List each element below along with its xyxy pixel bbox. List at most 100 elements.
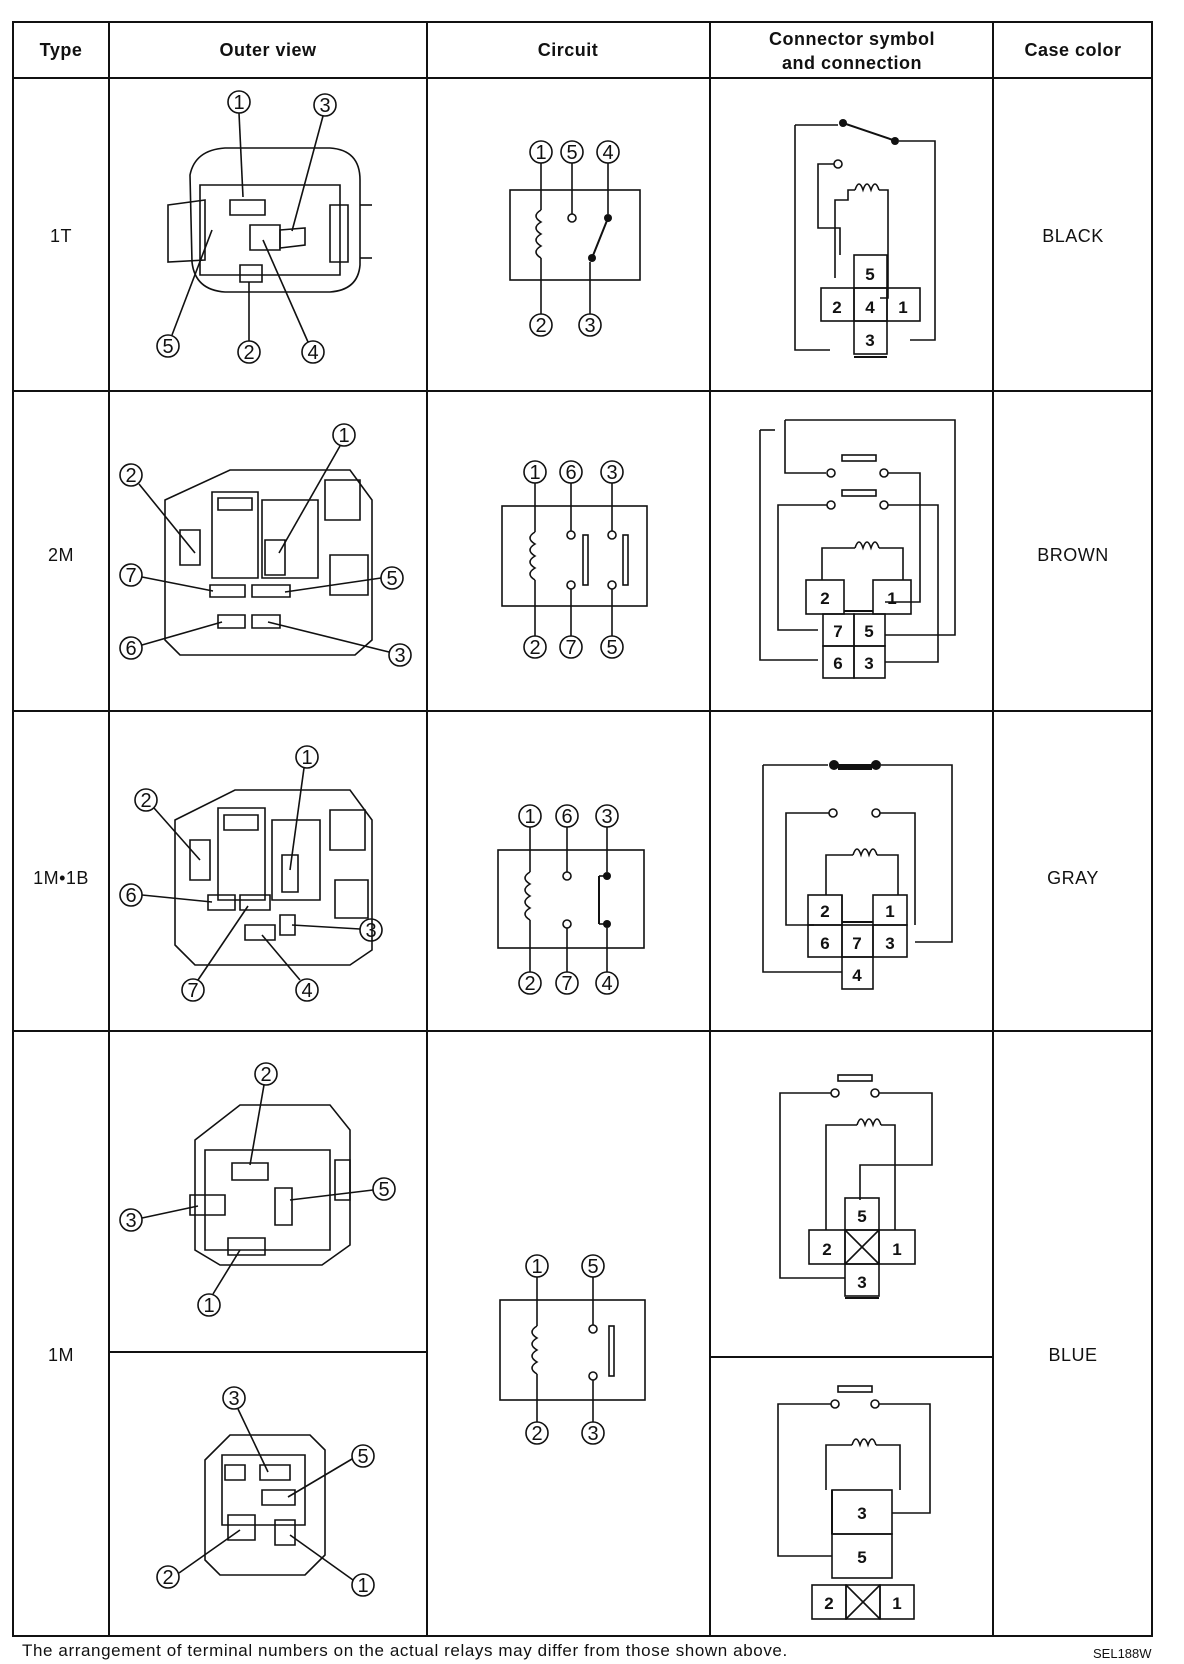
type-cell-1m: 1M xyxy=(48,1345,74,1365)
circuit-1m1b-pin-2: 2 xyxy=(518,971,542,995)
outer-view-2m-callout-1: 1 xyxy=(278,423,356,554)
circuit-1m1b-pin-1: 1 xyxy=(518,804,542,828)
connector-1m-a-cell-1 xyxy=(878,1229,916,1265)
svg-text:3: 3 xyxy=(228,1388,239,1410)
circuit-2m-pin-6: 6 xyxy=(559,460,583,484)
svg-text:1: 1 xyxy=(892,1594,901,1613)
connector-1t-cell-1 xyxy=(886,287,921,322)
svg-text:1: 1 xyxy=(531,1256,542,1278)
svg-text:5: 5 xyxy=(162,336,173,358)
circuit-1t-pin-2: 2 xyxy=(529,313,553,337)
svg-text:3: 3 xyxy=(606,462,617,484)
svg-text:3: 3 xyxy=(584,315,595,337)
table-grid xyxy=(12,21,1153,1637)
outer-view-1t-callout-1: 1 xyxy=(227,90,251,198)
circuit-2m-pin-2: 2 xyxy=(523,635,547,659)
header-circuit: Circuit xyxy=(538,40,599,60)
svg-text:5: 5 xyxy=(357,1446,368,1468)
svg-text:1: 1 xyxy=(529,462,540,484)
svg-text:3: 3 xyxy=(865,331,874,350)
outer-view-2m-callout-6: 6 xyxy=(119,621,223,660)
outer-view-1m1b-callout-4: 4 xyxy=(261,934,319,1002)
svg-text:4: 4 xyxy=(852,966,862,985)
svg-text:4: 4 xyxy=(601,973,612,995)
case-color-cell-1m: BLUE xyxy=(1048,1345,1097,1365)
circuit-1m-pin-3: 3 xyxy=(581,1421,605,1445)
svg-text:2: 2 xyxy=(832,298,841,317)
svg-text:2: 2 xyxy=(531,1423,542,1445)
outer-view-1t-callout-4: 4 xyxy=(262,239,325,364)
svg-text:3: 3 xyxy=(601,806,612,828)
outer-view-2m-callout-7: 7 xyxy=(119,563,214,592)
outer-view-1m1b: 1 2 6 3 7 4 xyxy=(119,745,383,1002)
circuit-1m-pin-2: 2 xyxy=(525,1421,549,1445)
connector-2m-cell-1 xyxy=(872,579,912,615)
outer-view-2m-callout-3: 3 xyxy=(267,621,412,667)
outer-view-2m-callout-5: 5 xyxy=(284,566,404,593)
svg-text:6: 6 xyxy=(833,654,842,673)
svg-text:1: 1 xyxy=(233,92,244,114)
circuit-1t-pin-3: 3 xyxy=(578,313,602,337)
svg-text:6: 6 xyxy=(125,885,136,907)
circuit-1t-pin-5: 5 xyxy=(560,140,584,164)
svg-text:4: 4 xyxy=(602,142,613,164)
outer-view-1m-b-callout-5: 5 xyxy=(287,1444,375,1498)
svg-text:5: 5 xyxy=(587,1256,598,1278)
figure-code: SEL188W xyxy=(1093,1646,1152,1661)
svg-text:5: 5 xyxy=(857,1548,866,1567)
circuit-2m-pin-1: 1 xyxy=(523,460,547,484)
connector-1m-b: 3 5 2 1 xyxy=(777,1385,931,1620)
table-header: Type Outer view Circuit Connector symbol… xyxy=(40,29,1121,73)
outer-view-1m-a-callout-5: 5 xyxy=(289,1177,396,1201)
svg-text:1: 1 xyxy=(535,142,546,164)
svg-text:6: 6 xyxy=(125,638,136,660)
connector-1t-cell-3 xyxy=(853,320,888,355)
outer-view-1m-b-callout-1: 1 xyxy=(289,1534,375,1597)
outer-view-1m1b-callout-3: 3 xyxy=(291,918,383,942)
svg-text:1: 1 xyxy=(203,1295,214,1317)
outer-view-1m-a-callout-2: 2 xyxy=(249,1062,278,1166)
circuit-2m-pin-3: 3 xyxy=(600,460,624,484)
svg-text:1: 1 xyxy=(357,1575,368,1597)
connector-1m1b-cell-3 xyxy=(872,924,908,958)
svg-text:4: 4 xyxy=(865,298,875,317)
circuit-1t-pin-4: 4 xyxy=(596,140,620,164)
circuit-1t-pin-1: 1 xyxy=(529,140,553,164)
svg-text:2: 2 xyxy=(524,973,535,995)
outer-view-1m-a-callout-3: 3 xyxy=(119,1205,199,1232)
outer-view-1t-callout-3: 3 xyxy=(291,93,337,232)
connector-2m-cell-3 xyxy=(853,645,886,679)
connector-1m-b-cell-1 xyxy=(879,1584,915,1620)
svg-text:3: 3 xyxy=(587,1423,598,1445)
type-cell-1t: 1T xyxy=(50,226,72,246)
header-connector-line1: Connector symbol xyxy=(769,29,935,49)
svg-text:1: 1 xyxy=(885,902,894,921)
outer-view-1t-callout-5: 5 xyxy=(156,229,213,358)
svg-text:1: 1 xyxy=(887,589,896,608)
svg-text:3: 3 xyxy=(394,645,405,667)
connector-1m1b-cell-4 xyxy=(841,956,874,990)
type-cell-2m: 2M xyxy=(48,545,74,565)
svg-text:3: 3 xyxy=(365,920,376,942)
svg-text:7: 7 xyxy=(833,622,842,641)
svg-text:3: 3 xyxy=(125,1210,136,1232)
header-outer-view: Outer view xyxy=(219,40,317,60)
connector-1m-a: 5 2 1 3 xyxy=(779,1074,933,1299)
outer-view-1m1b-callout-7: 7 xyxy=(181,905,249,1002)
outer-view-1m1b-callout-2: 2 xyxy=(134,788,201,861)
header-connector-line2: and connection xyxy=(782,53,922,73)
svg-text:5: 5 xyxy=(857,1207,866,1226)
svg-text:7: 7 xyxy=(565,637,576,659)
svg-text:5: 5 xyxy=(865,265,874,284)
circuit-1m-pin-5: 5 xyxy=(581,1254,605,1278)
svg-text:5: 5 xyxy=(566,142,577,164)
svg-text:3: 3 xyxy=(857,1504,866,1523)
svg-text:3: 3 xyxy=(885,934,894,953)
svg-text:7: 7 xyxy=(187,980,198,1002)
svg-text:5: 5 xyxy=(378,1179,389,1201)
svg-text:3: 3 xyxy=(864,654,873,673)
svg-text:5: 5 xyxy=(606,637,617,659)
svg-text:2: 2 xyxy=(820,902,829,921)
svg-text:5: 5 xyxy=(864,622,873,641)
connector-1t: 5 2 4 1 3 xyxy=(794,119,936,358)
